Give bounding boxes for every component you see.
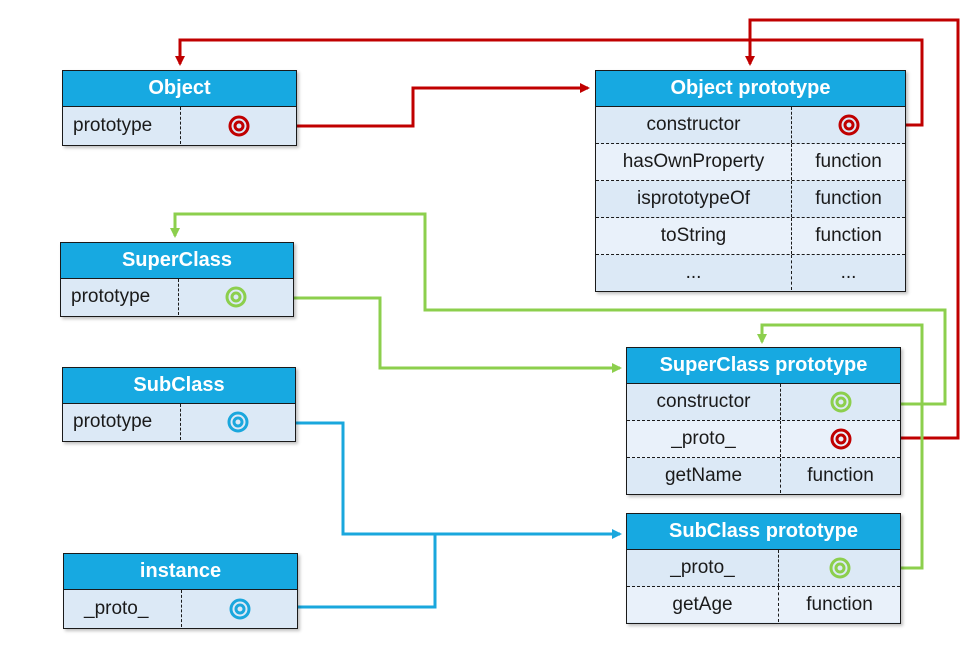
red-port-icon xyxy=(838,114,859,136)
object-prototype-row-constructor: constructor xyxy=(596,107,905,144)
superclass-prototype-row-getname: getName function xyxy=(627,458,900,493)
red-port-icon xyxy=(830,428,851,450)
object-prototype-box: Object prototype constructor hasOwnPrope… xyxy=(595,70,906,292)
object-prototype-row-hasownproperty: hasOwnProperty function xyxy=(596,144,905,181)
instance-box: instance _proto_ xyxy=(63,553,298,629)
object-prototype-row-isprototypeof: isprototypeOf function xyxy=(596,181,905,218)
subclass-prototype-row-getage: getAge function xyxy=(627,587,900,622)
object-title: Object xyxy=(63,71,296,107)
subclass-prototype-getage-label: getAge xyxy=(627,587,779,622)
arrow-superclass-to-superclass-prototype xyxy=(232,296,622,373)
superclass-row-prototype: prototype xyxy=(61,279,293,315)
object-prototype-isprototypeof-value: function xyxy=(815,188,882,209)
object-prototype-hasownproperty-value: function xyxy=(815,151,882,172)
object-prototype-ellipsis-value: ... xyxy=(840,261,857,283)
superclass-title: SuperClass xyxy=(61,243,293,279)
instance-row-proto: _proto_ xyxy=(64,590,297,627)
superclass-prototype-constructor-port xyxy=(781,384,900,420)
object-prototype-constructor-label: constructor xyxy=(596,107,792,143)
arrow-object-to-object-prototype xyxy=(240,83,590,128)
subclass-prototype-port xyxy=(181,404,295,440)
superclass-prototype-box: SuperClass prototype constructor _proto_… xyxy=(626,347,901,495)
blue-port-icon xyxy=(227,411,249,433)
object-prototype-constructor-port xyxy=(792,107,905,143)
superclass-prototype-row-proto: _proto_ xyxy=(627,421,900,458)
object-prototype-label: prototype xyxy=(63,107,181,144)
superclass-prototype-title: SuperClass prototype xyxy=(627,348,900,384)
superclass-prototype-getname-value: function xyxy=(807,464,874,486)
instance-title: instance xyxy=(64,554,297,590)
subclass-prototype-getage-value: function xyxy=(806,593,873,615)
superclass-prototype-proto-label: _proto_ xyxy=(627,421,781,457)
subclass-prototype-proto-port xyxy=(779,550,900,586)
instance-proto-port xyxy=(182,590,297,627)
superclass-prototype-getname-label: getName xyxy=(627,458,781,493)
red-port-icon xyxy=(228,115,249,136)
instance-proto-label: _proto_ xyxy=(64,590,182,627)
green-port-icon xyxy=(829,557,850,579)
object-prototype-isprototypeof-label: isprototypeOf xyxy=(596,181,792,217)
superclass-prototype-label: prototype xyxy=(61,279,179,315)
subclass-row-prototype: prototype xyxy=(63,404,295,440)
object-prototype-tostring-value: function xyxy=(815,225,882,246)
object-row-prototype: prototype xyxy=(63,107,296,144)
superclass-prototype-constructor-label: constructor xyxy=(627,384,781,420)
green-port-icon xyxy=(830,391,851,413)
subclass-title: SubClass xyxy=(63,368,295,404)
object-prototype-ellipsis-label: ... xyxy=(596,255,792,290)
object-box: Object prototype xyxy=(62,70,297,146)
subclass-prototype-title: SubClass prototype xyxy=(627,514,900,550)
arrow-constructor-to-superclass xyxy=(170,212,947,406)
superclass-prototype-row-constructor: constructor xyxy=(627,384,900,421)
subclass-prototype-row-proto: _proto_ xyxy=(627,550,900,587)
superclass-prototype-port xyxy=(179,279,293,315)
superclass-box: SuperClass prototype xyxy=(60,242,294,317)
object-prototype-tostring-label: toString xyxy=(596,218,792,254)
subclass-prototype-label: prototype xyxy=(63,404,181,440)
object-prototype-hasownproperty-label: hasOwnProperty xyxy=(596,144,792,180)
blue-port-icon xyxy=(229,598,250,619)
object-prototype-row-ellipsis: ... ... xyxy=(596,255,905,290)
object-prototype-row-tostring: toString function xyxy=(596,218,905,255)
object-prototype-title: Object prototype xyxy=(596,71,905,107)
green-port-icon xyxy=(225,286,247,308)
superclass-prototype-proto-port xyxy=(781,421,900,457)
arrow-superproto-to-object-prototype xyxy=(745,18,960,440)
subclass-prototype-proto-label: _proto_ xyxy=(627,550,779,586)
arrow-instance-to-subclass-prototype xyxy=(235,534,437,609)
subclass-prototype-box: SubClass prototype _proto_ getAge functi… xyxy=(626,513,901,624)
object-prototype-port xyxy=(181,107,296,144)
subclass-box: SubClass prototype xyxy=(62,367,296,442)
